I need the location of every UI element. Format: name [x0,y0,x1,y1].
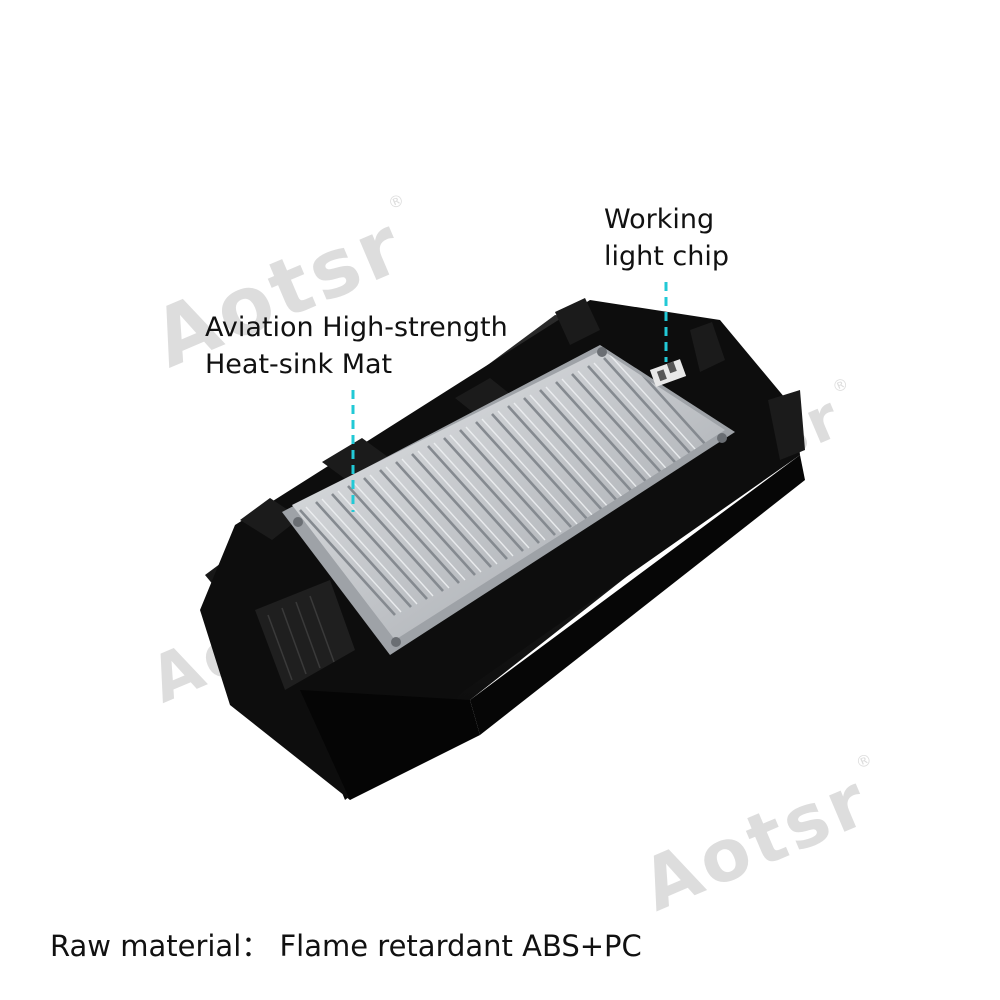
heatsink-callout: Aviation High-strength Heat-sink Mat [205,309,508,383]
material-caption: Raw material： Flame retardant ABS+PC [50,929,642,963]
chip-callout: Working light chip [604,201,729,275]
heatsink-callout-line1: Aviation High-strength [205,312,508,343]
heat-sink [282,345,735,655]
light-chip [649,359,687,387]
chip-callout-line1: Working [604,204,715,235]
chip-callout-line2: light chip [604,241,730,272]
heatsink-callout-line2: Heat-sink Mat [205,349,393,380]
